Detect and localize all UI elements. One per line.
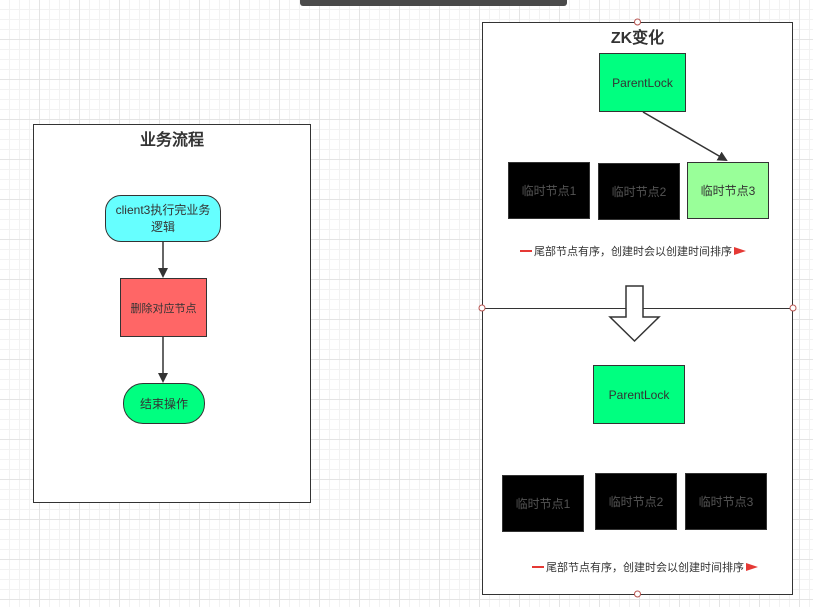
down-transition-arrow-icon	[608, 285, 661, 343]
handle-mid-right[interactable]	[789, 304, 797, 312]
temp-node-3-bottom[interactable]: 临时节点3	[685, 473, 767, 530]
parent-lock-node-bottom[interactable]: ParentLock	[593, 365, 685, 424]
ordering-note-bottom-text: 尾部节点有序，创建时会以创建时间排序	[546, 562, 744, 574]
temp-node-1-bottom[interactable]: 临时节点1	[502, 475, 584, 532]
zk-changes-bottom-container[interactable]	[482, 308, 793, 595]
ordering-note-top: 尾部节点有序，创建时会以创建时间排序	[520, 243, 746, 259]
business-flow-title: 业务流程	[139, 132, 204, 149]
handle-mid-left[interactable]	[478, 304, 486, 312]
temp-node-2-bottom[interactable]: 临时节点2	[595, 473, 677, 530]
note-arrow-icon	[734, 247, 746, 255]
temp-node-2-top[interactable]: 临时节点2	[598, 163, 680, 220]
parent-lock-node-top[interactable]: ParentLock	[599, 53, 686, 112]
top-toolbar-bar	[300, 0, 567, 6]
temp-node-1-top[interactable]: 临时节点1	[508, 162, 590, 219]
ordering-note-bottom: 尾部节点有序，创建时会以创建时间排序	[532, 559, 758, 575]
temp-node-3-top[interactable]: 临时节点3	[687, 162, 769, 219]
note-dash-icon	[520, 250, 532, 252]
handle-bottom-center[interactable]	[634, 590, 641, 598]
note-arrow-icon	[746, 563, 758, 571]
flow-start-node[interactable]: client3执行完业务逻辑	[105, 195, 221, 242]
ordering-note-top-text: 尾部节点有序，创建时会以创建时间排序	[534, 246, 732, 258]
zk-changes-title: ZK变化	[610, 30, 665, 47]
note-dash-icon	[532, 566, 544, 568]
handle-top-center[interactable]	[634, 18, 641, 26]
flow-end-node[interactable]: 结束操作	[123, 383, 205, 424]
connector-parent-to-temp-node-3	[642, 111, 728, 162]
delete-node-step[interactable]: 删除对应节点	[120, 278, 207, 337]
